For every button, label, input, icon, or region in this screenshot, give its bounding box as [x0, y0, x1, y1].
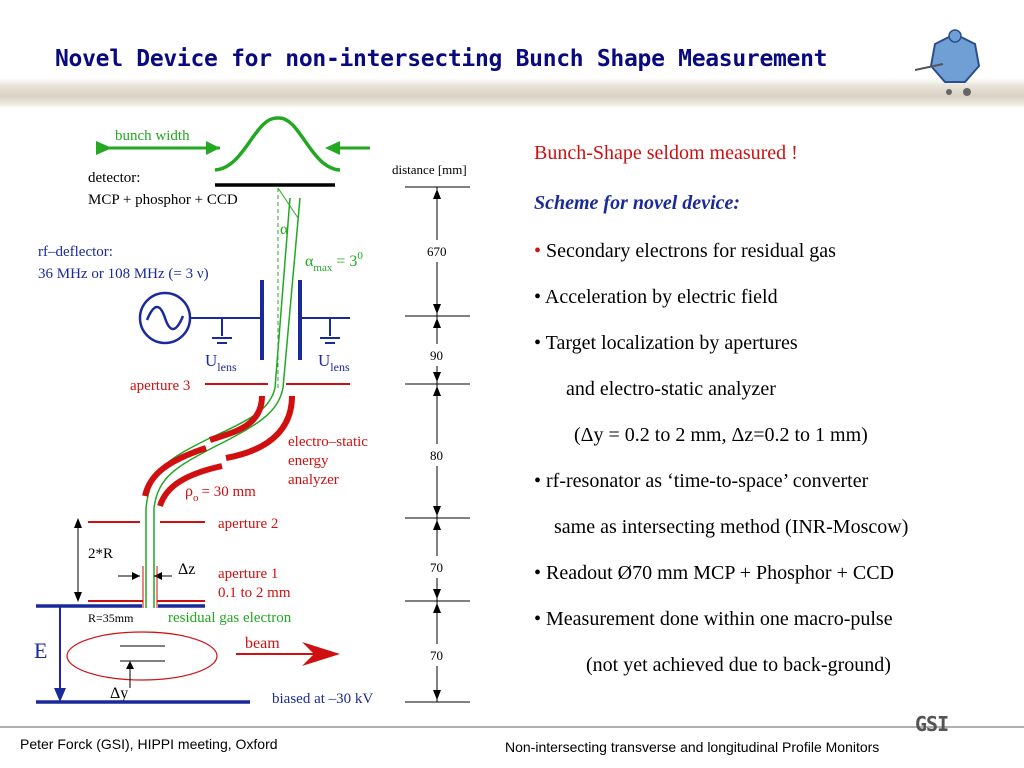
gsi-logo-icon: GSI	[915, 712, 949, 736]
bunch-profile-gaussian	[214, 116, 341, 172]
text-line-1: Bunch-Shape seldom measured !	[534, 142, 798, 164]
biased-label: biased at –30 kV	[272, 691, 373, 707]
beam-label: beam	[245, 635, 280, 652]
beam-ellipse	[66, 631, 218, 681]
electron-trajectory	[145, 197, 291, 608]
hippi-logo-icon	[915, 29, 981, 96]
esa-electrode-outer-lower	[142, 445, 207, 497]
aperture-2-label: aperture 2	[218, 516, 278, 532]
u-lens-label-left: U	[205, 351, 217, 370]
delta-z-label: Δz	[178, 561, 195, 578]
svg-text:ρo= 30 mm: ρo= 30 mm	[185, 483, 256, 504]
rf-frequency-label: 36 MHz or 108 MHz (= 3 ν)	[38, 266, 209, 282]
distance-90: 90	[430, 348, 443, 363]
esa-electrode-inner-upper	[225, 395, 295, 461]
rf-deflector-label: rf–deflector:	[38, 244, 113, 260]
bullet-item: • Secondary electrons for residual gas	[534, 240, 836, 262]
residual-gas-label: residual gas electron	[168, 610, 292, 626]
bullet-item: • Measurement done within one macro-puls…	[534, 608, 893, 630]
two-r-label: 2*R	[88, 546, 113, 562]
aperture-1-size-label: 0.1 to 2 mm	[218, 585, 291, 601]
title-band	[0, 0, 1024, 108]
footer-title: Non-intersecting transverse and longitud…	[505, 739, 880, 755]
bullet-continuation: (not yet achieved due to back-ground)	[586, 654, 891, 676]
detector-label: detector:	[88, 170, 140, 186]
bullet-item: • Acceleration by electric field	[534, 286, 778, 308]
footer-author: Peter Forck (GSI), HIPPI meeting, Oxford	[20, 736, 278, 752]
r35-label: R=35mm	[88, 611, 134, 625]
alpha-max-label: α	[305, 253, 314, 270]
distance-label: distance [mm]	[392, 162, 467, 177]
esa-label-1: electro–static	[288, 434, 368, 450]
svg-text:Ulens: Ulens	[205, 351, 237, 374]
esa-label-2: energy	[288, 453, 329, 469]
svg-text:Ulens: Ulens	[318, 351, 350, 374]
aperture-1-label: aperture 1	[218, 566, 278, 582]
bullet-item: • Readout Ø70 mm MCP + Phosphor + CCD	[534, 562, 894, 584]
e-field-label: E	[34, 638, 47, 663]
distance-70-b: 70	[430, 648, 443, 663]
esa-electrode-outer-upper	[209, 395, 265, 443]
footer-divider	[0, 726, 1024, 728]
rho-label: ρ	[185, 483, 193, 500]
detector-type-label: MCP + phosphor + CCD	[88, 192, 238, 208]
bullet-continuation: (Δy = 0.2 to 2 mm, Δz=0.2 to 1 mm)	[574, 424, 868, 446]
distance-70-a: 70	[430, 560, 443, 575]
distance-670: 670	[427, 244, 447, 259]
device-diagram: bunch width detector: MCP + phosphor + C…	[34, 116, 470, 707]
delta-y-label: Δy	[110, 685, 128, 702]
beam-arrow-icon	[302, 642, 340, 666]
bunch-width-label: bunch width	[115, 128, 190, 144]
u-lens-label-right: U	[318, 351, 330, 370]
aperture-3-label: aperture 3	[130, 378, 190, 394]
page-title: Novel Device for non-intersecting Bunch …	[55, 46, 828, 72]
distance-80: 80	[430, 448, 443, 463]
text-line-2: Scheme for novel device:	[534, 192, 741, 214]
bullet-item: • Target localization by apertures	[534, 332, 798, 354]
esa-label-3: analyzer	[288, 472, 339, 488]
svg-text:αmax = 30: αmax = 30	[305, 250, 363, 274]
esa-electrode-inner-lower	[157, 463, 223, 508]
bullet-continuation: same as intersecting method (INR-Moscow)	[554, 516, 909, 538]
bullet-item: • rf-resonator as ‘time-to-space’ conver…	[534, 470, 869, 492]
bullet-continuation: and electro-static analyzer	[566, 378, 776, 400]
alpha-label: α	[280, 221, 289, 238]
